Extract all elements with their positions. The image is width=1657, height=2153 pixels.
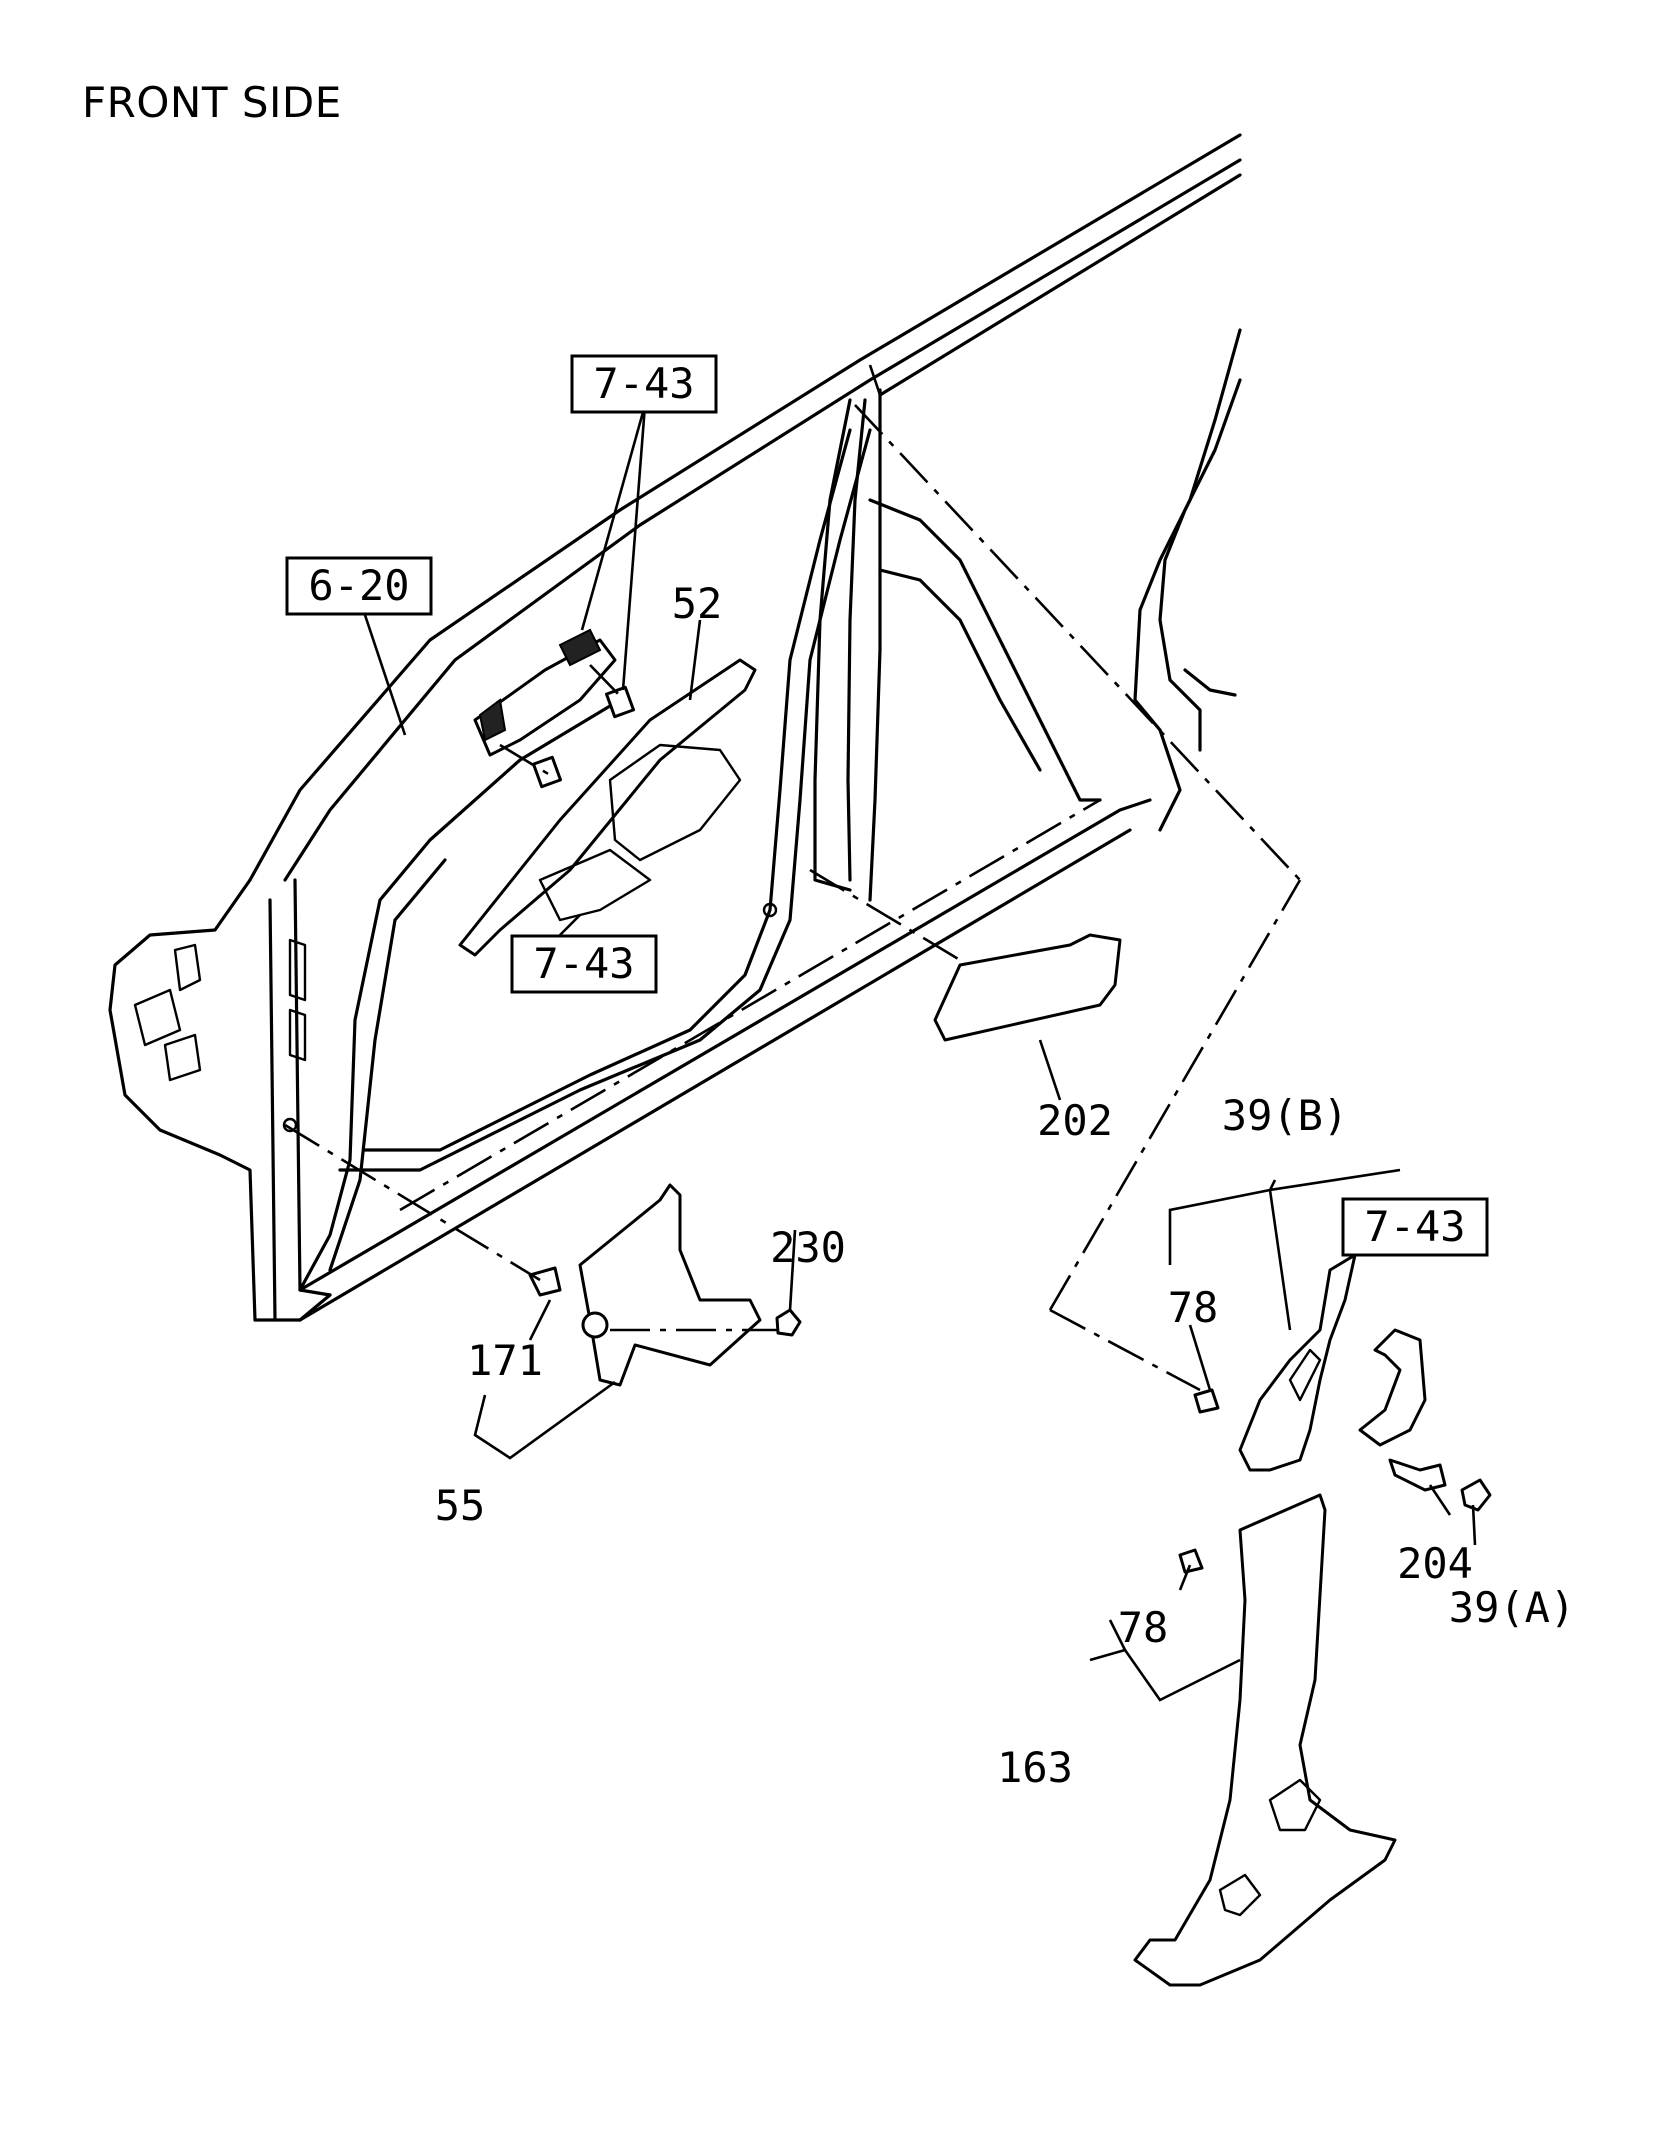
callout-52: 52 (672, 579, 723, 628)
leader-lines (363, 404, 1477, 1702)
reference-label: 7-43 (593, 359, 694, 408)
callout-204: 204 (1397, 1539, 1473, 1588)
upper-bracket-assembly (473, 628, 636, 789)
part-202-sill-plate (809, 868, 1122, 1042)
callout-78-lower: 78 (1118, 1603, 1169, 1652)
reference-label: 7-43 (533, 939, 634, 988)
callout-171: 171 (467, 1336, 543, 1385)
reference-box-6-20[interactable]: 6-20 (285, 556, 433, 616)
callout-163: 163 (997, 1743, 1073, 1792)
callout-39a: 39(A) (1449, 1583, 1575, 1632)
callout-39b: 39(B) (1222, 1091, 1348, 1140)
part-55-kick-panel (284, 1123, 802, 1387)
callout-55: 55 (435, 1481, 486, 1530)
diagram-title: FRONT SIDE (82, 78, 342, 127)
part-163-lower-trim (1133, 1493, 1397, 1987)
part-52-garnish (458, 658, 757, 957)
reference-box-7-43-top[interactable]: 7-43 (570, 354, 718, 414)
reference-label: 7-43 (1364, 1202, 1465, 1251)
part-39b-upper-trim (854, 404, 1492, 1512)
reference-box-7-43-right[interactable]: 7-43 (1341, 1197, 1489, 1257)
callout-78-upper: 78 (1168, 1283, 1219, 1332)
callout-230: 230 (770, 1223, 846, 1272)
reference-box-7-43-mid[interactable]: 7-43 (510, 934, 658, 994)
callout-202: 202 (1037, 1096, 1113, 1145)
reference-label: 6-20 (308, 561, 409, 610)
body-side-frame (108, 133, 1242, 1322)
